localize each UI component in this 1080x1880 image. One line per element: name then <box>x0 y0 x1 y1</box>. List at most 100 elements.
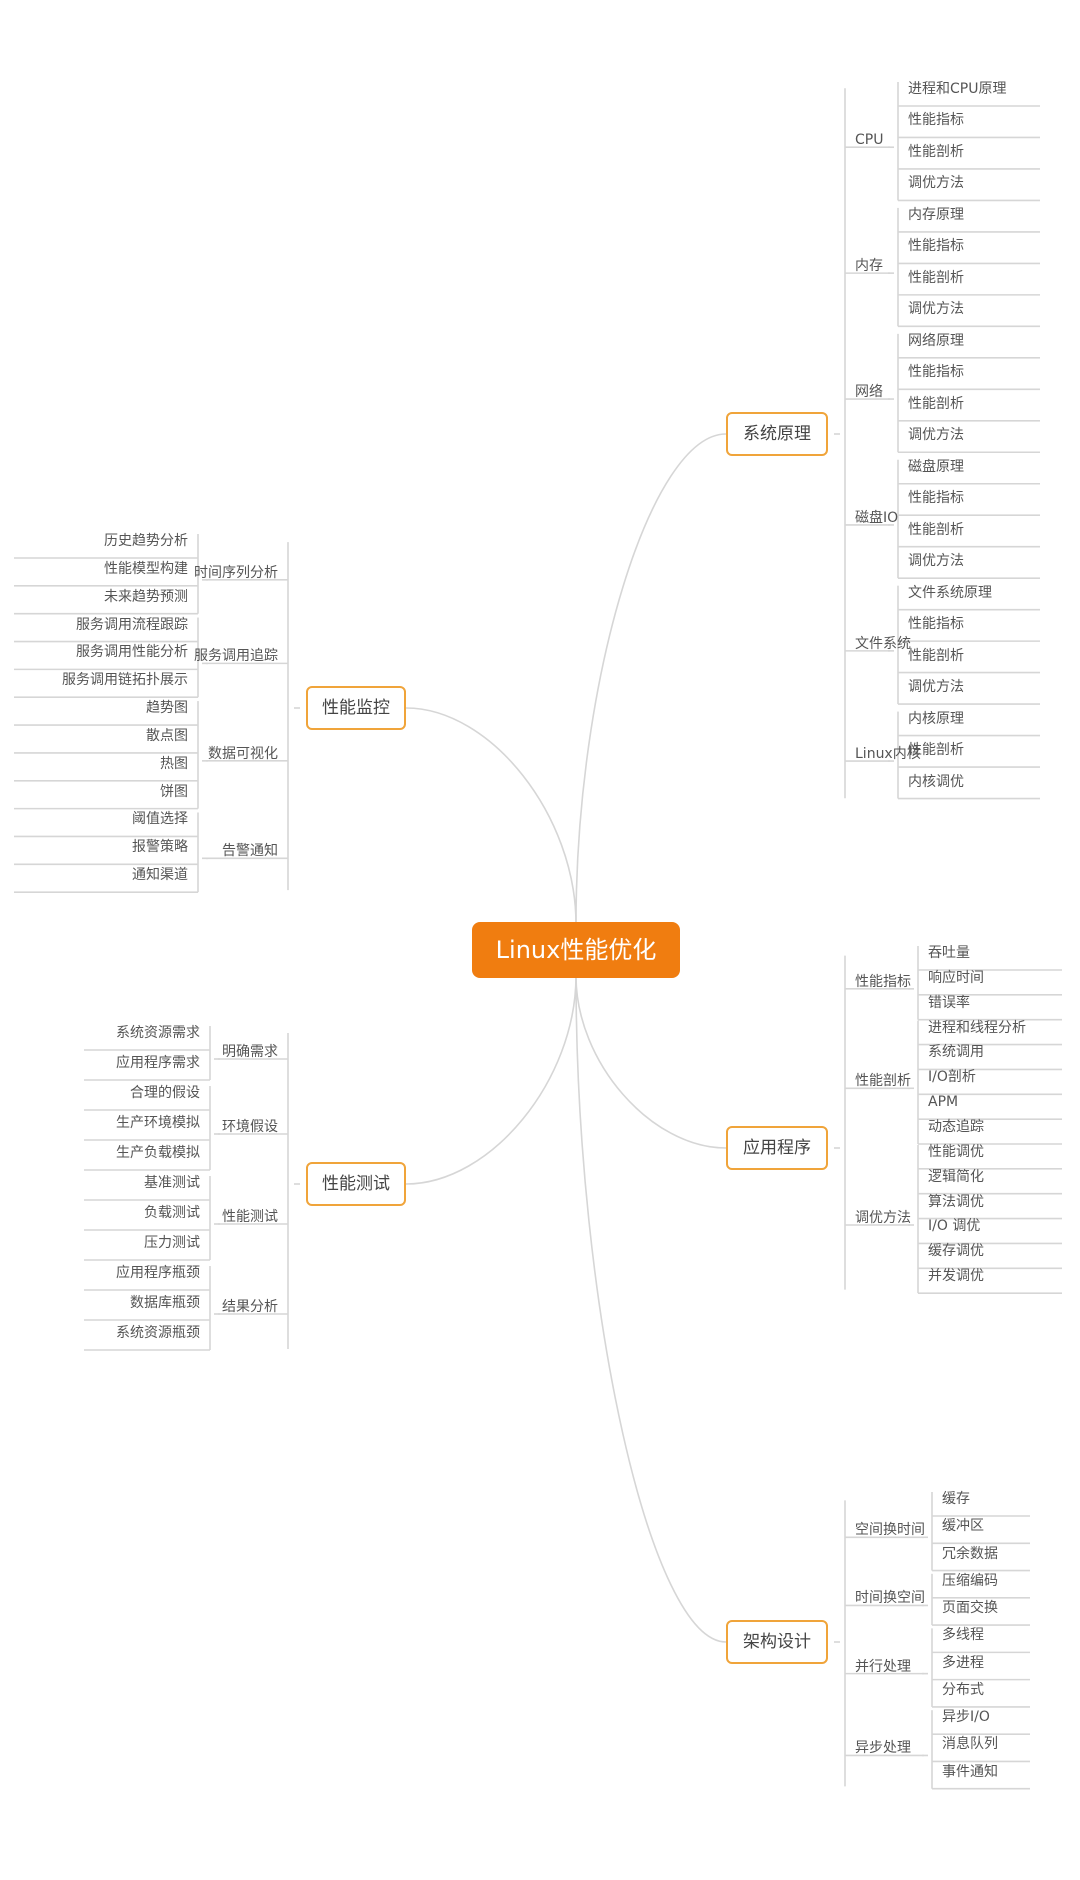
leaf-sys-0-0: 进程和CPU原理 <box>908 81 1007 97</box>
leaf-sys-0-3: 调优方法 <box>908 175 964 192</box>
leaf-arch-3-2: 事件通知 <box>942 1763 998 1780</box>
leaf-app-1-2: I/O剖析 <box>928 1069 976 1086</box>
leaf-app-2-2: 算法调优 <box>928 1193 984 1210</box>
leaf-sys-4-1: 性能指标 <box>908 616 964 633</box>
root-node: Linux性能优化 <box>472 922 680 978</box>
group-arch-0: 空间换时间 <box>855 1522 925 1539</box>
leaf-mon-0-2: 未来趋势预测 <box>104 588 188 605</box>
group-app-1: 性能剖析 <box>855 1073 911 1090</box>
leaf-test-3-1: 数据库瓶颈 <box>130 1295 200 1311</box>
leaf-sys-2-1: 性能指标 <box>908 364 964 381</box>
leaf-sys-3-1: 性能指标 <box>908 490 964 507</box>
group-test-1: 环境假设 <box>222 1119 278 1135</box>
group-arch-3: 异步处理 <box>855 1740 911 1757</box>
leaf-arch-0-2: 冗余数据 <box>942 1545 998 1562</box>
group-arch-1: 时间换空间 <box>855 1590 925 1607</box>
branch-arch: 架构设计 <box>726 1620 828 1664</box>
leaf-test-2-1: 负载测试 <box>144 1205 200 1221</box>
leaf-app-1-4: 动态追踪 <box>928 1119 984 1135</box>
leaf-mon-3-1: 报警策略 <box>132 839 188 856</box>
leaf-test-3-2: 系统资源瓶颈 <box>116 1325 200 1341</box>
leaf-app-1-1: 系统调用 <box>928 1044 984 1061</box>
leaf-sys-5-2: 内核调优 <box>908 773 964 790</box>
leaf-mon-0-0: 历史趋势分析 <box>104 533 188 549</box>
leaf-test-0-1: 应用程序需求 <box>116 1055 200 1071</box>
group-sys-2: 网络 <box>855 384 883 401</box>
group-mon-0: 时间序列分析 <box>194 564 278 581</box>
leaf-sys-5-1: 性能剖析 <box>908 742 964 759</box>
leaf-sys-4-2: 性能剖析 <box>908 647 964 664</box>
leaf-arch-0-1: 缓冲区 <box>942 1518 984 1535</box>
leaf-mon-2-3: 饼图 <box>160 783 188 800</box>
leaf-sys-3-0: 磁盘原理 <box>908 458 964 475</box>
leaf-test-2-0: 基准测试 <box>144 1175 200 1191</box>
leaf-test-3-0: 应用程序瓶颈 <box>116 1265 200 1281</box>
leaf-app-1-0: 进程和线程分析 <box>928 1019 1026 1036</box>
leaf-mon-2-2: 热图 <box>160 755 188 772</box>
branch-sys: 系统原理 <box>726 412 828 456</box>
leaf-sys-5-0: 内核原理 <box>908 710 964 727</box>
leaf-sys-1-3: 调优方法 <box>908 301 964 318</box>
leaf-app-1-3: APM <box>928 1094 959 1111</box>
leaf-app-2-1: 逻辑简化 <box>928 1168 984 1185</box>
leaf-sys-0-2: 性能剖析 <box>908 143 964 160</box>
group-sys-4: 文件系统 <box>855 635 911 652</box>
root-connector-app <box>575 975 727 1149</box>
group-arch-2: 并行处理 <box>855 1658 911 1675</box>
group-sys-3: 磁盘IO <box>855 509 899 526</box>
leaf-app-2-3: I/O 调优 <box>928 1218 981 1235</box>
leaf-app-0-1: 响应时间 <box>928 969 984 986</box>
group-test-0: 明确需求 <box>222 1044 278 1060</box>
root-connector-arch <box>575 975 727 1643</box>
leaf-sys-3-2: 性能剖析 <box>908 521 964 538</box>
leaf-test-1-0: 合理的假设 <box>130 1085 200 1101</box>
leaf-test-1-2: 生产负载模拟 <box>116 1145 200 1161</box>
branch-test: 性能测试 <box>306 1162 406 1206</box>
group-mon-1: 服务调用追踪 <box>194 648 278 665</box>
leaf-arch-3-1: 消息队列 <box>942 1736 998 1753</box>
leaf-mon-1-2: 服务调用链拓扑展示 <box>62 672 188 689</box>
leaf-app-0-2: 错误率 <box>928 994 970 1011</box>
leaf-mon-0-1: 性能模型构建 <box>104 560 188 577</box>
group-test-3: 结果分析 <box>222 1299 278 1315</box>
root-connector-sys <box>575 433 727 925</box>
leaf-mon-2-0: 趋势图 <box>146 700 188 717</box>
leaf-sys-1-2: 性能剖析 <box>908 269 964 286</box>
leaf-arch-1-0: 压缩编码 <box>942 1572 998 1589</box>
leaf-mon-2-1: 散点图 <box>146 727 188 744</box>
group-sys-0: CPU <box>855 132 884 149</box>
leaf-app-2-4: 缓存调优 <box>928 1243 984 1260</box>
group-app-0: 性能指标 <box>855 973 911 990</box>
leaf-sys-3-3: 调优方法 <box>908 553 964 570</box>
leaf-app-0-0: 吞吐量 <box>928 945 970 961</box>
leaf-sys-0-1: 性能指标 <box>908 112 964 129</box>
group-test-2: 性能测试 <box>222 1209 278 1225</box>
leaf-sys-2-3: 调优方法 <box>908 427 964 444</box>
leaf-mon-3-2: 通知渠道 <box>132 867 188 884</box>
leaf-sys-1-0: 内存原理 <box>908 206 964 223</box>
root-connector-mon <box>405 707 577 925</box>
branch-mon: 性能监控 <box>306 686 406 730</box>
leaf-arch-1-1: 页面交换 <box>942 1600 998 1617</box>
leaf-mon-1-1: 服务调用性能分析 <box>76 644 188 661</box>
leaf-arch-2-1: 多进程 <box>942 1654 984 1671</box>
group-app-2: 调优方法 <box>855 1210 911 1226</box>
leaf-arch-0-0: 缓存 <box>942 1491 970 1507</box>
leaf-sys-2-0: 网络原理 <box>908 332 964 349</box>
branch-app: 应用程序 <box>726 1126 828 1170</box>
leaf-arch-2-2: 分布式 <box>942 1681 984 1698</box>
leaf-mon-3-0: 阈值选择 <box>132 811 188 828</box>
leaf-test-1-1: 生产环境模拟 <box>116 1115 200 1131</box>
leaf-arch-3-0: 异步I/O <box>942 1709 990 1726</box>
leaf-mon-1-0: 服务调用流程跟踪 <box>76 616 188 633</box>
leaf-app-2-0: 性能调优 <box>928 1143 984 1160</box>
leaf-sys-4-3: 调优方法 <box>908 679 964 696</box>
group-sys-5: Linux内核 <box>855 746 921 763</box>
leaf-sys-2-2: 性能剖析 <box>908 395 964 412</box>
root-connector-test <box>405 975 577 1185</box>
leaf-test-2-2: 压力测试 <box>144 1235 200 1251</box>
leaf-test-0-0: 系统资源需求 <box>116 1025 200 1041</box>
group-mon-2: 数据可视化 <box>208 745 278 762</box>
leaf-app-2-5: 并发调优 <box>928 1268 984 1285</box>
